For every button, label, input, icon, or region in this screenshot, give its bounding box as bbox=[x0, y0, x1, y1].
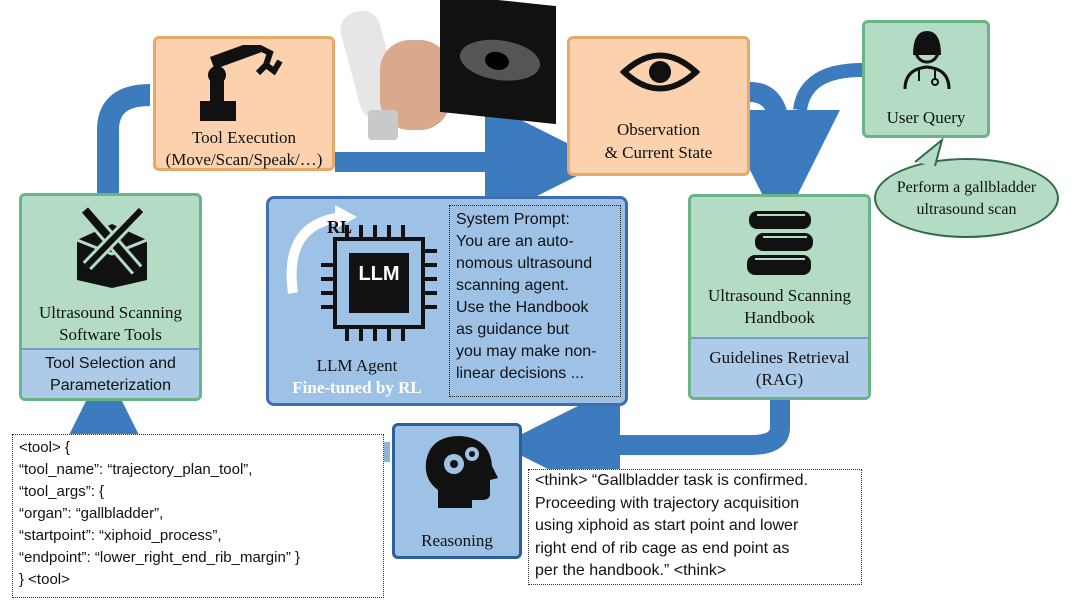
llm-agent-title: LLM Agent bbox=[316, 356, 398, 375]
guidelines-retrieval-section: Guidelines Retrieval (RAG) bbox=[691, 337, 868, 397]
robot-arm-icon bbox=[200, 45, 283, 121]
robot-scanning-photo bbox=[336, 0, 450, 150]
software-tools-line2: Software Tools bbox=[59, 325, 162, 344]
doctor-icon bbox=[903, 31, 951, 90]
head-gears-icon bbox=[425, 436, 498, 508]
observation-line1: Observation bbox=[616, 120, 701, 139]
system-prompt-line: linear decisions ... bbox=[456, 365, 585, 382]
user-query-box: User Query bbox=[862, 20, 990, 138]
ultrasound-image bbox=[440, 0, 556, 125]
tool-selection-line2: Parameterization bbox=[50, 377, 171, 394]
tool-call-line: “tool_name”: “trajectory_plan_tool”, bbox=[19, 461, 253, 478]
system-prompt-line: System Prompt: bbox=[456, 211, 570, 228]
reasoning-title: Reasoning bbox=[421, 531, 493, 550]
eye-icon bbox=[620, 52, 700, 92]
think-box: <think> “Gallbladder task is confirmed. … bbox=[528, 469, 862, 585]
bubble-line2: ultrasound scan bbox=[916, 201, 1017, 218]
tool-call-line: } <tool> bbox=[19, 571, 70, 588]
observation-line2: & Current State bbox=[604, 143, 713, 162]
guidelines-line1: Guidelines Retrieval bbox=[709, 348, 850, 367]
system-prompt-line: you may make non- bbox=[456, 343, 597, 360]
toolbox-icon bbox=[76, 205, 148, 288]
tool-execution-title: Tool Execution bbox=[191, 128, 297, 147]
guidelines-line2: (RAG) bbox=[755, 370, 804, 389]
tool-selection-line1: Tool Selection and bbox=[45, 355, 176, 372]
think-line: <think> “Gallbladder task is confirmed. bbox=[535, 472, 809, 489]
tool-call-line: <tool> { bbox=[19, 439, 70, 456]
think-line: per the handbook.” <think> bbox=[535, 562, 727, 579]
arrow-query-to-handbook bbox=[793, 63, 863, 112]
think-line: using xiphoid as start point and lower bbox=[535, 517, 799, 534]
handbook-line2: Handbook bbox=[744, 308, 815, 327]
user-query-bubble: Perform a gallbladder ultrasound scan bbox=[874, 158, 1059, 238]
observation-box: Observation & Current State bbox=[567, 36, 750, 176]
arrow-observation-to-handbook bbox=[720, 82, 840, 230]
tool-call-line: “startpoint”: “xiphoid_process”, bbox=[19, 527, 222, 544]
system-prompt-line: scanning agent. bbox=[456, 277, 569, 294]
system-prompt-line: as guidance but bbox=[456, 321, 569, 338]
handbook-line1: Ultrasound Scanning bbox=[707, 286, 852, 305]
reasoning-box: Reasoning bbox=[392, 423, 522, 559]
tool-call-box: <tool> { “tool_name”: “trajectory_plan_t… bbox=[12, 434, 384, 598]
arrow-tools-to-execution bbox=[97, 84, 151, 195]
system-prompt-box: System Prompt: You are an auto- nomous u… bbox=[449, 205, 621, 397]
arrow-handbook-to-reasoning bbox=[500, 385, 790, 505]
llm-agent-panel: RL LLM LLM Agent Fine-tuned by RL System… bbox=[266, 196, 628, 406]
software-tools-box: Ultrasound Scanning Software Tools Tool … bbox=[19, 193, 202, 401]
bubble-line1: Perform a gallbladder bbox=[896, 179, 1037, 196]
llm-chip-label: LLM bbox=[358, 263, 400, 285]
system-prompt-line: You are an auto- bbox=[456, 233, 574, 250]
tool-execution-box: Tool Execution (Move/Scan/Speak/…) bbox=[153, 36, 335, 171]
tool-call-line: “endpoint”: “lower_right_end_rib_margin”… bbox=[19, 549, 300, 566]
tool-call-line: “tool_args”: { bbox=[19, 483, 105, 500]
tool-call-line: “organ”: “gallbladder”, bbox=[19, 505, 164, 522]
user-query-title: User Query bbox=[886, 108, 966, 127]
system-prompt-line: nomous ultrasound bbox=[456, 255, 593, 272]
think-line: Proceeding with trajectory acquisition bbox=[535, 494, 800, 512]
tool-execution-subtitle: (Move/Scan/Speak/…) bbox=[165, 150, 323, 169]
books-icon bbox=[747, 211, 813, 275]
llm-agent-subtitle: Fine-tuned by RL bbox=[292, 378, 422, 397]
llm-chip-icon bbox=[286, 205, 437, 341]
handbook-box: Ultrasound Scanning Handbook Guidelines … bbox=[688, 194, 871, 400]
rl-label: RL bbox=[327, 217, 353, 237]
software-tools-line1: Ultrasound Scanning bbox=[38, 303, 183, 322]
think-line: right end of rib cage as end point as bbox=[535, 539, 790, 557]
tool-selection-section: Tool Selection and Parameterization bbox=[22, 348, 199, 398]
system-prompt-line: Use the Handbook bbox=[456, 299, 589, 316]
